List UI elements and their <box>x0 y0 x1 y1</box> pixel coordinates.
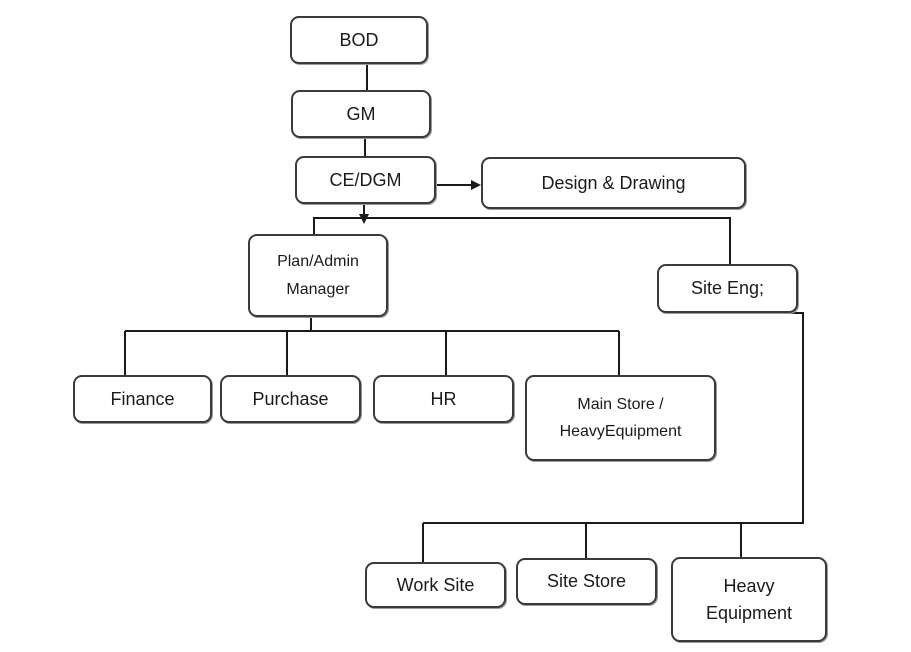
node-finance: Finance <box>73 375 212 423</box>
edge-ce-dgm-plan-admin <box>313 217 364 234</box>
edge-site-eng-bus <box>423 312 804 524</box>
node-hr: HR <box>373 375 514 423</box>
node-gm: GM <box>291 90 431 138</box>
node-label: Design & Drawing <box>541 172 686 193</box>
node-work-site: Work Site <box>365 562 506 608</box>
node-label-line-2: HeavyEquipment <box>559 423 682 440</box>
node-purchase: Purchase <box>220 375 361 423</box>
edge-ce-dgm-site-eng <box>364 217 731 264</box>
node-label-line-2: Manager <box>286 280 350 298</box>
node-label-line-1: Plan/Admin <box>277 253 359 271</box>
node-design-drawing: Design & Drawing <box>481 157 746 209</box>
node-label: Work Site <box>396 574 475 595</box>
node-label-line-1: Main Store / <box>577 395 664 413</box>
node-label-line-1: Heavy <box>723 575 775 596</box>
node-label: Site Eng; <box>690 278 765 298</box>
node-label: Site Store <box>546 571 627 591</box>
node-label: HR <box>430 388 457 409</box>
node-heavy-equipment: Heavy Equipment <box>671 557 827 642</box>
node-label: GM <box>346 103 376 124</box>
node-ce-dgm: CE/DGM <box>295 156 436 204</box>
node-main-store: Main Store / HeavyEquipment <box>525 375 716 461</box>
node-label: Finance <box>110 388 175 409</box>
node-label: BOD <box>339 29 379 50</box>
node-site-eng: Site Eng; <box>657 264 798 313</box>
node-label-line-2: Equipment <box>705 602 793 623</box>
node-label: CE/DGM <box>329 169 402 190</box>
node-label: Purchase <box>252 388 329 409</box>
node-plan-admin-manager: Plan/Admin Manager <box>248 234 388 317</box>
node-site-store: Site Store <box>516 558 657 605</box>
node-bod: BOD <box>290 16 428 64</box>
